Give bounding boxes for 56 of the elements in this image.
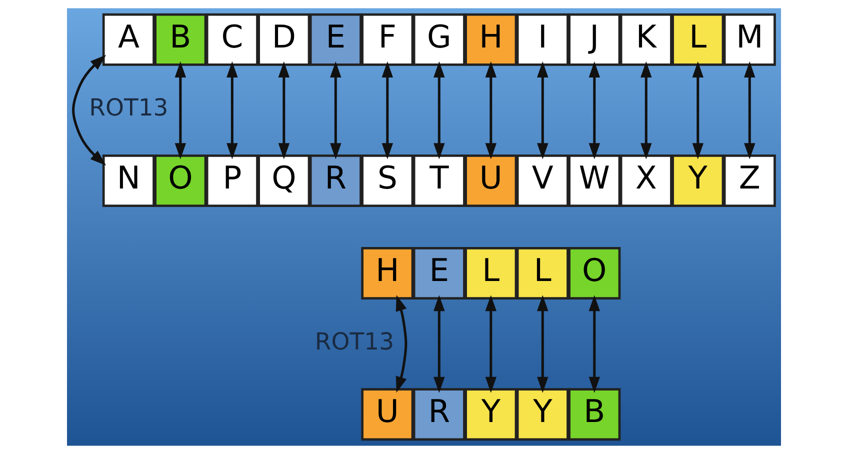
arrow bbox=[434, 295, 445, 393]
node-box: U bbox=[361, 388, 414, 441]
node-box: O bbox=[154, 154, 207, 207]
arrow bbox=[537, 61, 548, 160]
arrow bbox=[588, 295, 600, 393]
node-box: I bbox=[516, 13, 569, 66]
node-box: U bbox=[464, 154, 518, 207]
node-box: B bbox=[154, 13, 207, 66]
arrow bbox=[640, 61, 652, 160]
node-box: W bbox=[568, 154, 621, 207]
arrow bbox=[174, 61, 186, 160]
arrow bbox=[330, 61, 342, 160]
arrow bbox=[744, 61, 756, 160]
node-box: Z bbox=[723, 154, 776, 207]
node-box: T bbox=[412, 154, 466, 207]
arrow bbox=[226, 61, 238, 160]
node-box: H bbox=[361, 247, 414, 300]
arrow bbox=[72, 54, 106, 166]
node-box: J bbox=[568, 13, 621, 66]
arrow bbox=[382, 61, 394, 160]
node-box: X bbox=[620, 154, 672, 207]
node-box: L bbox=[464, 247, 518, 300]
node-box: D bbox=[258, 13, 310, 66]
node-box: L bbox=[516, 247, 569, 300]
node-box: R bbox=[412, 388, 466, 441]
node-box: H bbox=[464, 13, 518, 66]
node-box: B bbox=[568, 388, 621, 441]
arrow bbox=[692, 61, 704, 160]
node-box: N bbox=[102, 154, 155, 207]
arrow bbox=[485, 61, 497, 160]
node-box: E bbox=[412, 247, 466, 300]
arrow bbox=[434, 61, 445, 160]
node-box: V bbox=[516, 154, 569, 207]
node-box: Y bbox=[672, 154, 724, 207]
node-box: F bbox=[361, 13, 414, 66]
node-box: Y bbox=[516, 388, 569, 441]
arrow bbox=[396, 294, 408, 393]
arrow bbox=[588, 61, 600, 160]
arrow bbox=[537, 295, 548, 393]
node-box: E bbox=[309, 13, 362, 66]
node-box: R bbox=[309, 154, 362, 207]
node-box: G bbox=[412, 13, 466, 66]
node-box: S bbox=[361, 154, 414, 207]
arrow bbox=[278, 61, 290, 160]
node-box: P bbox=[206, 154, 258, 207]
node-box: A bbox=[102, 13, 155, 66]
node-box: O bbox=[568, 247, 621, 300]
node-box: Y bbox=[464, 388, 518, 441]
label: ROT13 bbox=[314, 327, 394, 356]
node-box: L bbox=[672, 13, 724, 66]
node-box: K bbox=[620, 13, 672, 66]
node-box: M bbox=[723, 13, 776, 66]
node-box: Q bbox=[258, 154, 310, 207]
label: ROT13 bbox=[89, 94, 168, 122]
arrow bbox=[485, 295, 497, 393]
node-box: C bbox=[206, 13, 258, 66]
